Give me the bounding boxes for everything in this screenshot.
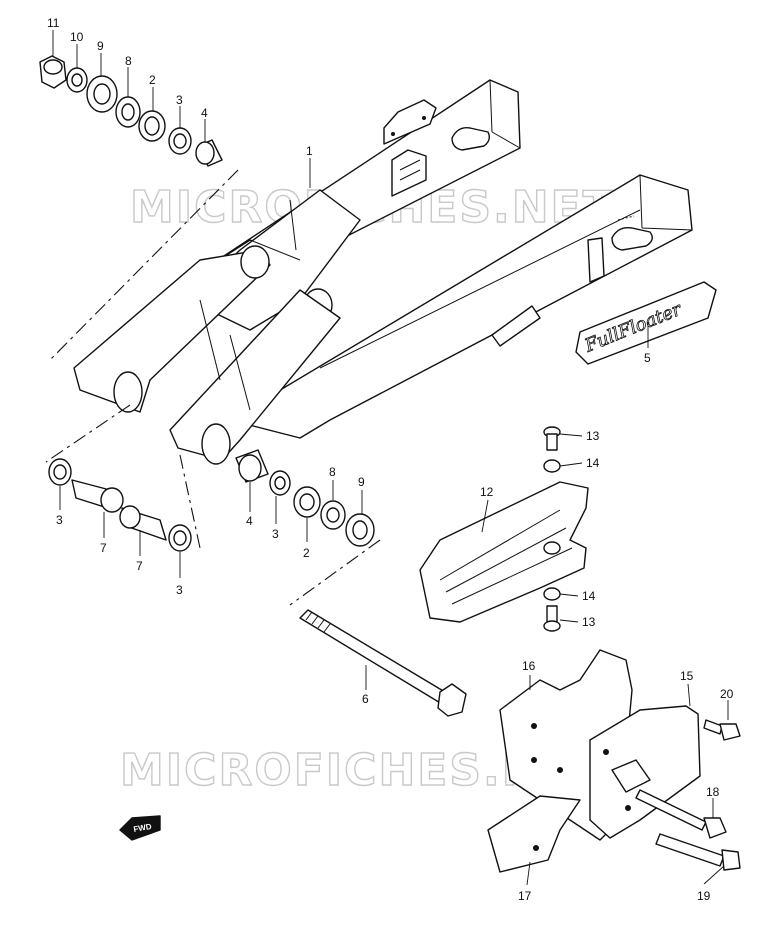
callout-18: 18 [706, 785, 720, 799]
callout-17: 17 [518, 889, 532, 903]
callout-14-upper: 14 [586, 456, 600, 470]
callout-20: 20 [720, 687, 734, 701]
seal-part-9-lower[interactable] [345, 513, 375, 547]
callout-19: 19 [697, 889, 711, 903]
bolt-part-13-lower[interactable] [543, 605, 561, 632]
callout-11-upper: 11 [47, 16, 60, 30]
callout-12: 12 [480, 485, 494, 499]
callout-4-lower: 4 [246, 514, 253, 528]
washer-part-14-lower[interactable] [543, 587, 561, 601]
callout-8-lower: 8 [329, 465, 336, 479]
callout-14-lower: 14 [582, 589, 596, 603]
leader-lines [52, 30, 729, 886]
washer-part-10[interactable] [66, 67, 88, 93]
callout-9-upper: 9 [97, 39, 104, 53]
washer-part-8-upper[interactable] [115, 96, 141, 128]
callout-1: 1 [306, 144, 313, 158]
plate-part-15[interactable] [589, 705, 701, 839]
callout-2-upper: 2 [149, 73, 156, 87]
callout-13-lower: 13 [582, 615, 596, 629]
bolt-part-13-upper[interactable] [543, 426, 561, 451]
callout-15: 15 [680, 669, 694, 683]
callout-3-lower-right: 3 [272, 527, 279, 541]
callout-10-upper: 10 [70, 30, 84, 44]
bearing-part-4-upper[interactable] [195, 139, 223, 167]
nut-part-11[interactable] [39, 55, 67, 89]
callout-3-lower-left: 3 [56, 513, 63, 527]
seal-part-3-lower-right[interactable] [269, 470, 291, 496]
washer-part-8-lower[interactable] [320, 500, 346, 530]
collar-part-2-upper[interactable] [138, 110, 166, 142]
callout-7-a: 7 [100, 541, 107, 555]
callout-2-lower: 2 [303, 546, 310, 560]
fwd-arrow-text: FWD [133, 822, 153, 834]
bolt-part-19[interactable] [655, 833, 741, 871]
seal-part-3-lower-mid[interactable] [168, 524, 192, 552]
callout-4-upper: 4 [201, 106, 208, 120]
swingarm-part-1[interactable] [73, 79, 693, 465]
seal-part-9-upper[interactable] [86, 75, 118, 113]
bearing-part-4-lower[interactable] [235, 449, 269, 483]
chain-guide-part-12[interactable] [419, 481, 589, 623]
spacer-part-7-b[interactable] [119, 505, 167, 541]
fwd-arrow: FWD [119, 815, 161, 841]
seal-part-3-lower-left[interactable] [48, 458, 72, 486]
decal-part-5[interactable]: FullFloater [575, 281, 717, 365]
callout-8-upper: 8 [125, 54, 132, 68]
spacer-part-7-a[interactable] [71, 479, 124, 513]
callout-3-lower-mid: 3 [176, 583, 183, 597]
pivot-bolt-part-6[interactable] [299, 609, 467, 717]
callouts: 11 10 9 8 2 3 4 1 5 13 14 12 14 13 3 7 7… [47, 16, 734, 903]
callout-16: 16 [522, 659, 536, 673]
slider-part-17[interactable] [487, 795, 581, 873]
callout-5: 5 [644, 351, 651, 365]
callout-6: 6 [362, 692, 369, 706]
bolt-part-18[interactable] [635, 789, 727, 839]
washer-part-14-upper[interactable] [543, 459, 561, 473]
seal-part-3-upper[interactable] [168, 127, 192, 155]
callout-3-upper: 3 [176, 93, 183, 107]
bolt-part-20[interactable] [703, 719, 741, 741]
callout-9-lower: 9 [358, 475, 365, 489]
collar-part-2-lower[interactable] [293, 486, 321, 518]
callout-7-b: 7 [136, 559, 143, 573]
callout-13-upper: 13 [586, 429, 600, 443]
